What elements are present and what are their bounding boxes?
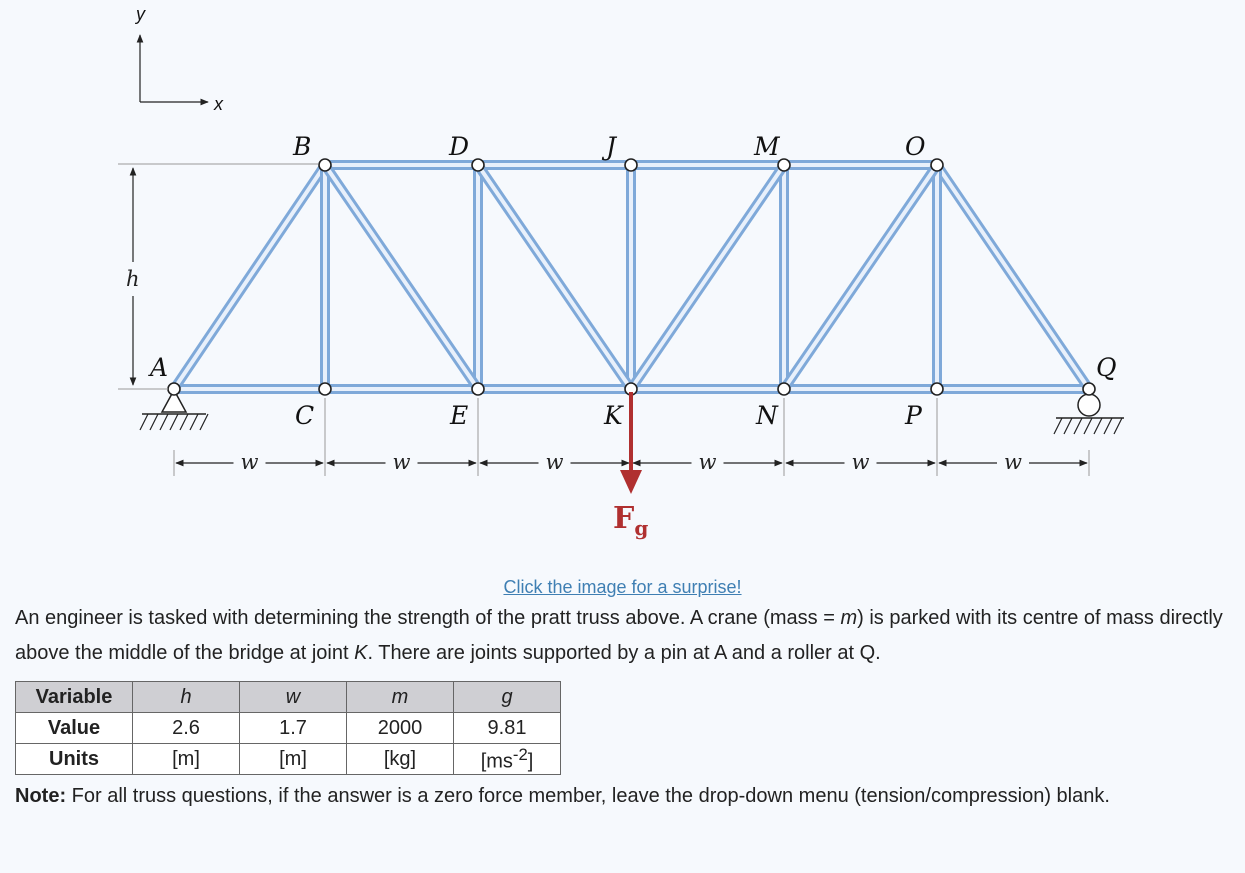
joint-label-M: M xyxy=(753,132,781,161)
joint-label-C: C xyxy=(295,401,314,430)
joint-labels: B D J M O A C E K N P Q xyxy=(148,132,1117,430)
pratt-truss-diagram[interactable]: y x B D J M O A C E K xyxy=(0,0,1245,560)
joint-label-Q: Q xyxy=(1096,353,1117,382)
span-label: w xyxy=(546,450,564,474)
value-h: 2.6 xyxy=(132,712,240,744)
var-h: h xyxy=(132,681,240,713)
var-m: m xyxy=(346,681,454,713)
joint-Q xyxy=(1082,382,1096,396)
joint-label-B: B xyxy=(292,132,311,161)
var-w: w xyxy=(239,681,347,713)
axes: y x xyxy=(134,4,224,114)
joint-B xyxy=(318,158,332,172)
joint-J xyxy=(624,158,638,172)
intro-p3: . There are joints supported by a pin at… xyxy=(367,642,881,664)
joint-C xyxy=(318,382,332,396)
load-main: F xyxy=(613,501,634,536)
member-KM xyxy=(629,163,786,391)
joint-E xyxy=(471,382,485,396)
intro-mass-var: m xyxy=(840,607,858,629)
roller-support xyxy=(1053,393,1124,435)
joint-label-K: K xyxy=(603,401,624,430)
unit-g-close: ] xyxy=(527,750,534,773)
header-variable: Variable xyxy=(15,681,133,713)
truss-members xyxy=(169,160,1094,394)
joint-D xyxy=(471,158,485,172)
intro-joint-var: K xyxy=(354,642,368,664)
value-w: 1.7 xyxy=(239,712,347,744)
member-DK xyxy=(476,163,633,391)
span-label: w xyxy=(852,450,870,474)
height-label: h xyxy=(126,267,140,291)
x-axis-label: x xyxy=(213,94,224,114)
joint-O xyxy=(930,158,944,172)
member-BE xyxy=(323,163,480,391)
joint-label-N: N xyxy=(755,401,779,430)
load-label: Fg xyxy=(613,501,648,540)
unit-w: [m] xyxy=(239,743,347,775)
note-paragraph: Note: For all truss questions, if the an… xyxy=(15,779,1240,814)
unit-g-exp: -2 xyxy=(512,744,528,764)
member-NO xyxy=(782,163,939,391)
joint-label-E: E xyxy=(449,401,468,430)
header-units: Units xyxy=(15,743,133,775)
unit-g-base: [ms xyxy=(480,750,513,773)
truss-joints xyxy=(167,158,1096,396)
joint-N xyxy=(777,382,791,396)
height-dimension: h xyxy=(118,163,318,390)
surprise-link[interactable]: Click the image for a surprise! xyxy=(503,577,742,597)
joint-label-D: D xyxy=(448,132,469,161)
member-AB xyxy=(172,163,327,391)
header-value: Value xyxy=(15,712,133,744)
joint-M xyxy=(777,158,791,172)
var-g: g xyxy=(453,681,561,713)
intro-p2: ) is parked with its centre of mass dire… xyxy=(15,607,1223,664)
joint-label-O: O xyxy=(905,132,926,161)
table-row: Variable h w m g xyxy=(15,681,561,713)
intro-p1: An engineer is tasked with determining t… xyxy=(15,607,841,629)
unit-m: [kg] xyxy=(346,743,454,775)
value-m: 2000 xyxy=(346,712,454,744)
joint-A xyxy=(167,382,181,396)
note-label: Note: xyxy=(15,785,67,807)
span-label: w xyxy=(393,450,411,474)
variables-table: Variable h w m g Value 2.6 1.7 2000 9.81… xyxy=(15,681,561,775)
note-text: For all truss questions, if the answer i… xyxy=(66,785,1110,807)
joint-label-A: A xyxy=(148,353,168,382)
unit-h: [m] xyxy=(132,743,240,775)
span-label: w xyxy=(699,450,717,474)
span-label: w xyxy=(241,450,259,474)
member-OQ xyxy=(935,163,1091,391)
joint-label-P: P xyxy=(904,401,923,430)
intro-paragraph: An engineer is tasked with determining t… xyxy=(15,601,1240,671)
table-row: Units [m] [m] [kg] [ms-2] xyxy=(15,743,561,775)
load-sub: g xyxy=(634,516,648,540)
table-row: Value 2.6 1.7 2000 9.81 xyxy=(15,712,561,744)
unit-g: [ms-2] xyxy=(453,743,561,775)
value-g: 9.81 xyxy=(453,712,561,744)
joint-P xyxy=(930,382,944,396)
y-axis-label: y xyxy=(134,4,146,24)
joint-label-J: J xyxy=(601,132,618,161)
pin-support xyxy=(139,388,209,431)
span-label: w xyxy=(1004,450,1022,474)
load-force: Fg xyxy=(613,392,648,540)
